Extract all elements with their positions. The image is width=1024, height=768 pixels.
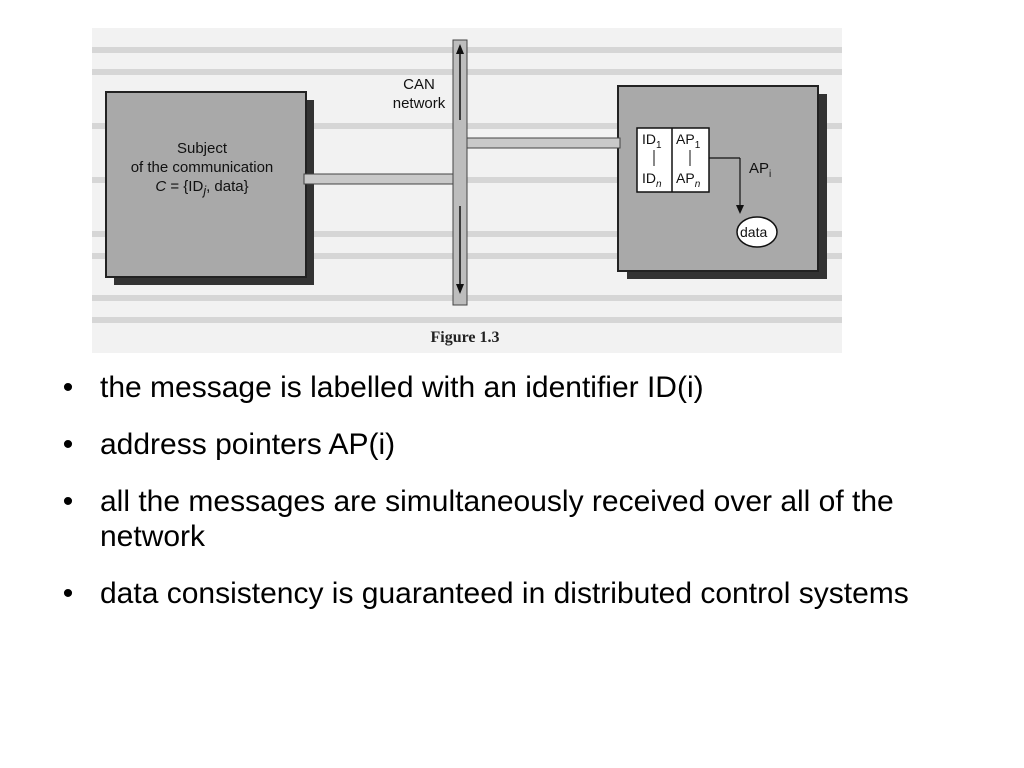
bullet-item: • address pointers AP(i) bbox=[58, 427, 958, 462]
bullet-item: • all the messages are simultaneously rec… bbox=[58, 484, 958, 554]
bullet-text: the message is labelled with an identifi… bbox=[100, 371, 704, 404]
bullet-item: • the message is labelled with an identif… bbox=[58, 370, 958, 405]
bullet-dot-icon: • bbox=[62, 371, 74, 404]
id-subscript: j bbox=[203, 184, 207, 198]
ap-i-label: APi bbox=[749, 160, 772, 180]
bullet-text: data consistency is guaranteed in distri… bbox=[100, 577, 909, 610]
bullet-text: all the messages are simultaneously rece… bbox=[100, 485, 894, 553]
bullet-dot-icon: • bbox=[62, 428, 74, 461]
data-label: data bbox=[740, 224, 768, 240]
figure-caption: Figure 1.3 bbox=[430, 329, 500, 346]
set-close: , data} bbox=[206, 178, 249, 195]
can-figure: Subject of the communication C = {IDj, d… bbox=[92, 28, 842, 353]
subject-connector bbox=[303, 173, 463, 185]
id-ap-table bbox=[636, 127, 710, 193]
id-top-cell: ID1 bbox=[642, 131, 662, 151]
subject-line2: of the communication bbox=[130, 159, 274, 176]
subject-box bbox=[105, 91, 307, 278]
ap-top-cell: AP1 bbox=[676, 131, 701, 151]
bullet-item: • data consistency is guaranteed in distr… bbox=[58, 576, 958, 611]
id-bottom-cell: IDn bbox=[642, 170, 662, 190]
c-symbol: C bbox=[155, 178, 167, 195]
data-circle bbox=[736, 216, 778, 248]
can-network-label: CAN network bbox=[379, 75, 459, 113]
bullet-list: • the message is labelled with an identif… bbox=[58, 370, 958, 633]
set-open: = {ID bbox=[166, 178, 204, 195]
subject-formula: C = {IDj, data} bbox=[102, 177, 302, 201]
subject-label: Subject of the communication C = {IDj, d… bbox=[102, 139, 302, 201]
can-diagram-graphics bbox=[92, 39, 842, 323]
network-label: network bbox=[392, 95, 446, 112]
node-connector bbox=[461, 137, 621, 149]
can-bus bbox=[452, 39, 468, 306]
bullet-text: address pointers AP(i) bbox=[100, 428, 396, 461]
bullet-dot-icon: • bbox=[62, 485, 74, 518]
ap-bottom-cell: APn bbox=[676, 170, 701, 190]
subject-line1: Subject bbox=[176, 140, 228, 157]
bullet-dot-icon: • bbox=[62, 577, 74, 610]
can-label: CAN bbox=[403, 76, 435, 93]
